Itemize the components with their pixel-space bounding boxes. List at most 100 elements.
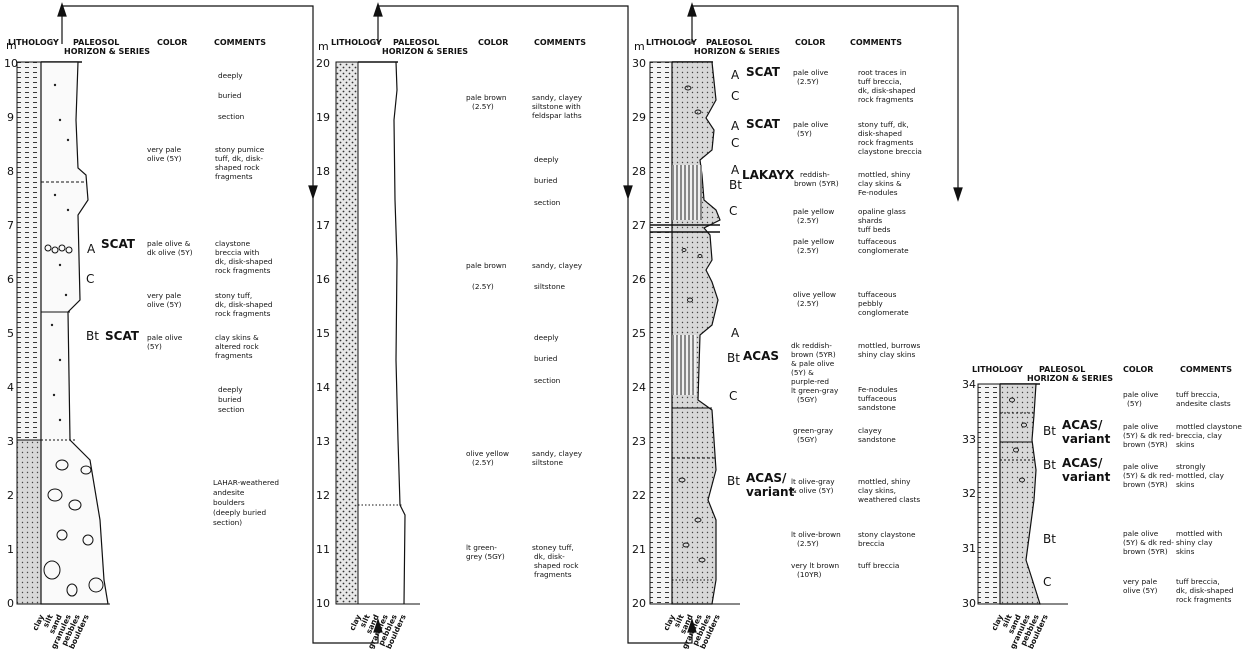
horizon-label: A bbox=[87, 242, 96, 256]
header-lithology: LITHOLOGY bbox=[331, 38, 382, 47]
color-note: lt green-grey (5GY) bbox=[466, 543, 505, 561]
pebble-circles bbox=[678, 85, 706, 563]
depth-tick: 12 bbox=[316, 489, 330, 502]
series-label: SCAT bbox=[101, 237, 136, 251]
header-paleosol: PALEOSOL bbox=[1039, 365, 1085, 374]
comment-note: buried bbox=[218, 91, 241, 100]
column-3: m 30 29 28 27 26 25 24 23 22 21 20 LITHO… bbox=[632, 38, 922, 649]
pebble-circles bbox=[1009, 397, 1027, 483]
grain-size-profile bbox=[999, 383, 1041, 605]
horizon-label: A bbox=[731, 68, 740, 82]
comment-note: section bbox=[218, 112, 244, 121]
depth-tick: 22 bbox=[632, 489, 646, 502]
header-paleosol: PALEOSOL bbox=[73, 38, 119, 47]
series-label: SCAT bbox=[105, 329, 140, 343]
depth-tick: 30 bbox=[962, 597, 976, 610]
series-label: ACAS/ bbox=[1062, 418, 1103, 432]
lithology-bar bbox=[335, 61, 359, 605]
comment-note: buried bbox=[534, 354, 557, 363]
color-note: pale brown(2.5Y) bbox=[466, 93, 506, 111]
column-connector bbox=[687, 2, 963, 202]
up-arrow-icon bbox=[373, 2, 383, 17]
color-note: lt olive-brown(2.5Y) bbox=[791, 530, 841, 548]
horizon-label: C bbox=[86, 272, 94, 286]
horizon-label: A bbox=[731, 326, 740, 340]
column-4: 34 33 32 31 30 LITHOLOGY PALEOSOL HORIZO… bbox=[962, 365, 1242, 649]
col4-ticks: 34 33 32 31 30 bbox=[962, 378, 976, 610]
series-label: ACAS/ bbox=[1062, 456, 1103, 470]
horizon-label: Bt bbox=[729, 178, 742, 192]
color-note: pale olive(5Y) bbox=[793, 120, 829, 138]
series-label: variant bbox=[1062, 432, 1111, 446]
depth-tick: 30 bbox=[632, 57, 646, 70]
depth-tick: 15 bbox=[316, 327, 330, 340]
col2-colors: pale brown(2.5Y) pale brown (2.5Y) olive… bbox=[466, 93, 509, 561]
horizon-label: Bt bbox=[1043, 424, 1056, 438]
col2-headers: LITHOLOGY PALEOSOL HORIZON & SERIES COLO… bbox=[331, 38, 586, 56]
column-1: m 10 9 8 7 6 5 4 3 2 1 0 LITHOLOGY PALEO… bbox=[4, 38, 279, 649]
color-note: very lt brown(10YR) bbox=[791, 561, 839, 579]
horizon-label: C bbox=[1043, 575, 1051, 589]
comment-note: sandy, clayey bbox=[532, 261, 583, 270]
color-note: green-gray(5GY) bbox=[793, 426, 834, 444]
header-comments: COMMENTS bbox=[1180, 365, 1232, 374]
color-note: dk reddish-brown (5YR)& pale olive(5Y) &… bbox=[791, 341, 839, 404]
color-note: lt olive-gray& olive (5Y) bbox=[791, 477, 835, 495]
color-note: pale yellow(2.5Y) bbox=[793, 237, 834, 255]
depth-tick: 32 bbox=[962, 487, 976, 500]
grain-size-profile bbox=[393, 61, 406, 605]
comment-note: section bbox=[534, 198, 560, 207]
depth-tick: 1 bbox=[7, 543, 14, 556]
depth-tick: 16 bbox=[316, 273, 330, 286]
series-label: ACAS/ bbox=[746, 471, 787, 485]
color-note: pale olive(5Y) bbox=[147, 333, 183, 351]
comment-note: deeply bbox=[534, 333, 559, 342]
horizon-label: Bt bbox=[1043, 532, 1056, 546]
depth-tick: 34 bbox=[962, 378, 976, 391]
header-comments: COMMENTS bbox=[214, 38, 266, 47]
col4-grain-axis: clay silt sand granules pebbles boulders bbox=[990, 603, 1068, 649]
comment-note: section bbox=[534, 376, 560, 385]
color-note: pale olive(2.5Y) bbox=[793, 68, 829, 86]
depth-tick: 33 bbox=[962, 433, 976, 446]
col3-headers: LITHOLOGY PALEOSOL HORIZON & SERIES COLO… bbox=[646, 38, 902, 56]
depth-tick: 10 bbox=[4, 57, 18, 70]
depth-tick: 6 bbox=[7, 273, 14, 286]
header-horizon-series: HORIZON & SERIES bbox=[64, 47, 150, 56]
depth-tick: 21 bbox=[632, 543, 646, 556]
series-label: ACAS bbox=[743, 349, 779, 363]
depth-tick: 19 bbox=[316, 111, 330, 124]
mottled-zone bbox=[672, 165, 702, 220]
lithology-bar-lower bbox=[16, 439, 42, 605]
mottled-zone bbox=[672, 335, 696, 395]
comment-note: deeply bbox=[534, 155, 559, 164]
unit-label: m bbox=[318, 40, 329, 53]
down-arrow-icon bbox=[623, 185, 633, 200]
col1-horizons: A SCAT C Bt SCAT bbox=[86, 237, 140, 343]
depth-tick: 4 bbox=[7, 381, 14, 394]
horizon-label: C bbox=[729, 204, 737, 218]
depth-tick: 23 bbox=[632, 435, 646, 448]
grain-size-profile bbox=[671, 61, 721, 605]
col1-ticks: m 10 9 8 7 6 5 4 3 2 1 0 bbox=[4, 39, 18, 610]
header-color: COLOR bbox=[478, 38, 508, 47]
